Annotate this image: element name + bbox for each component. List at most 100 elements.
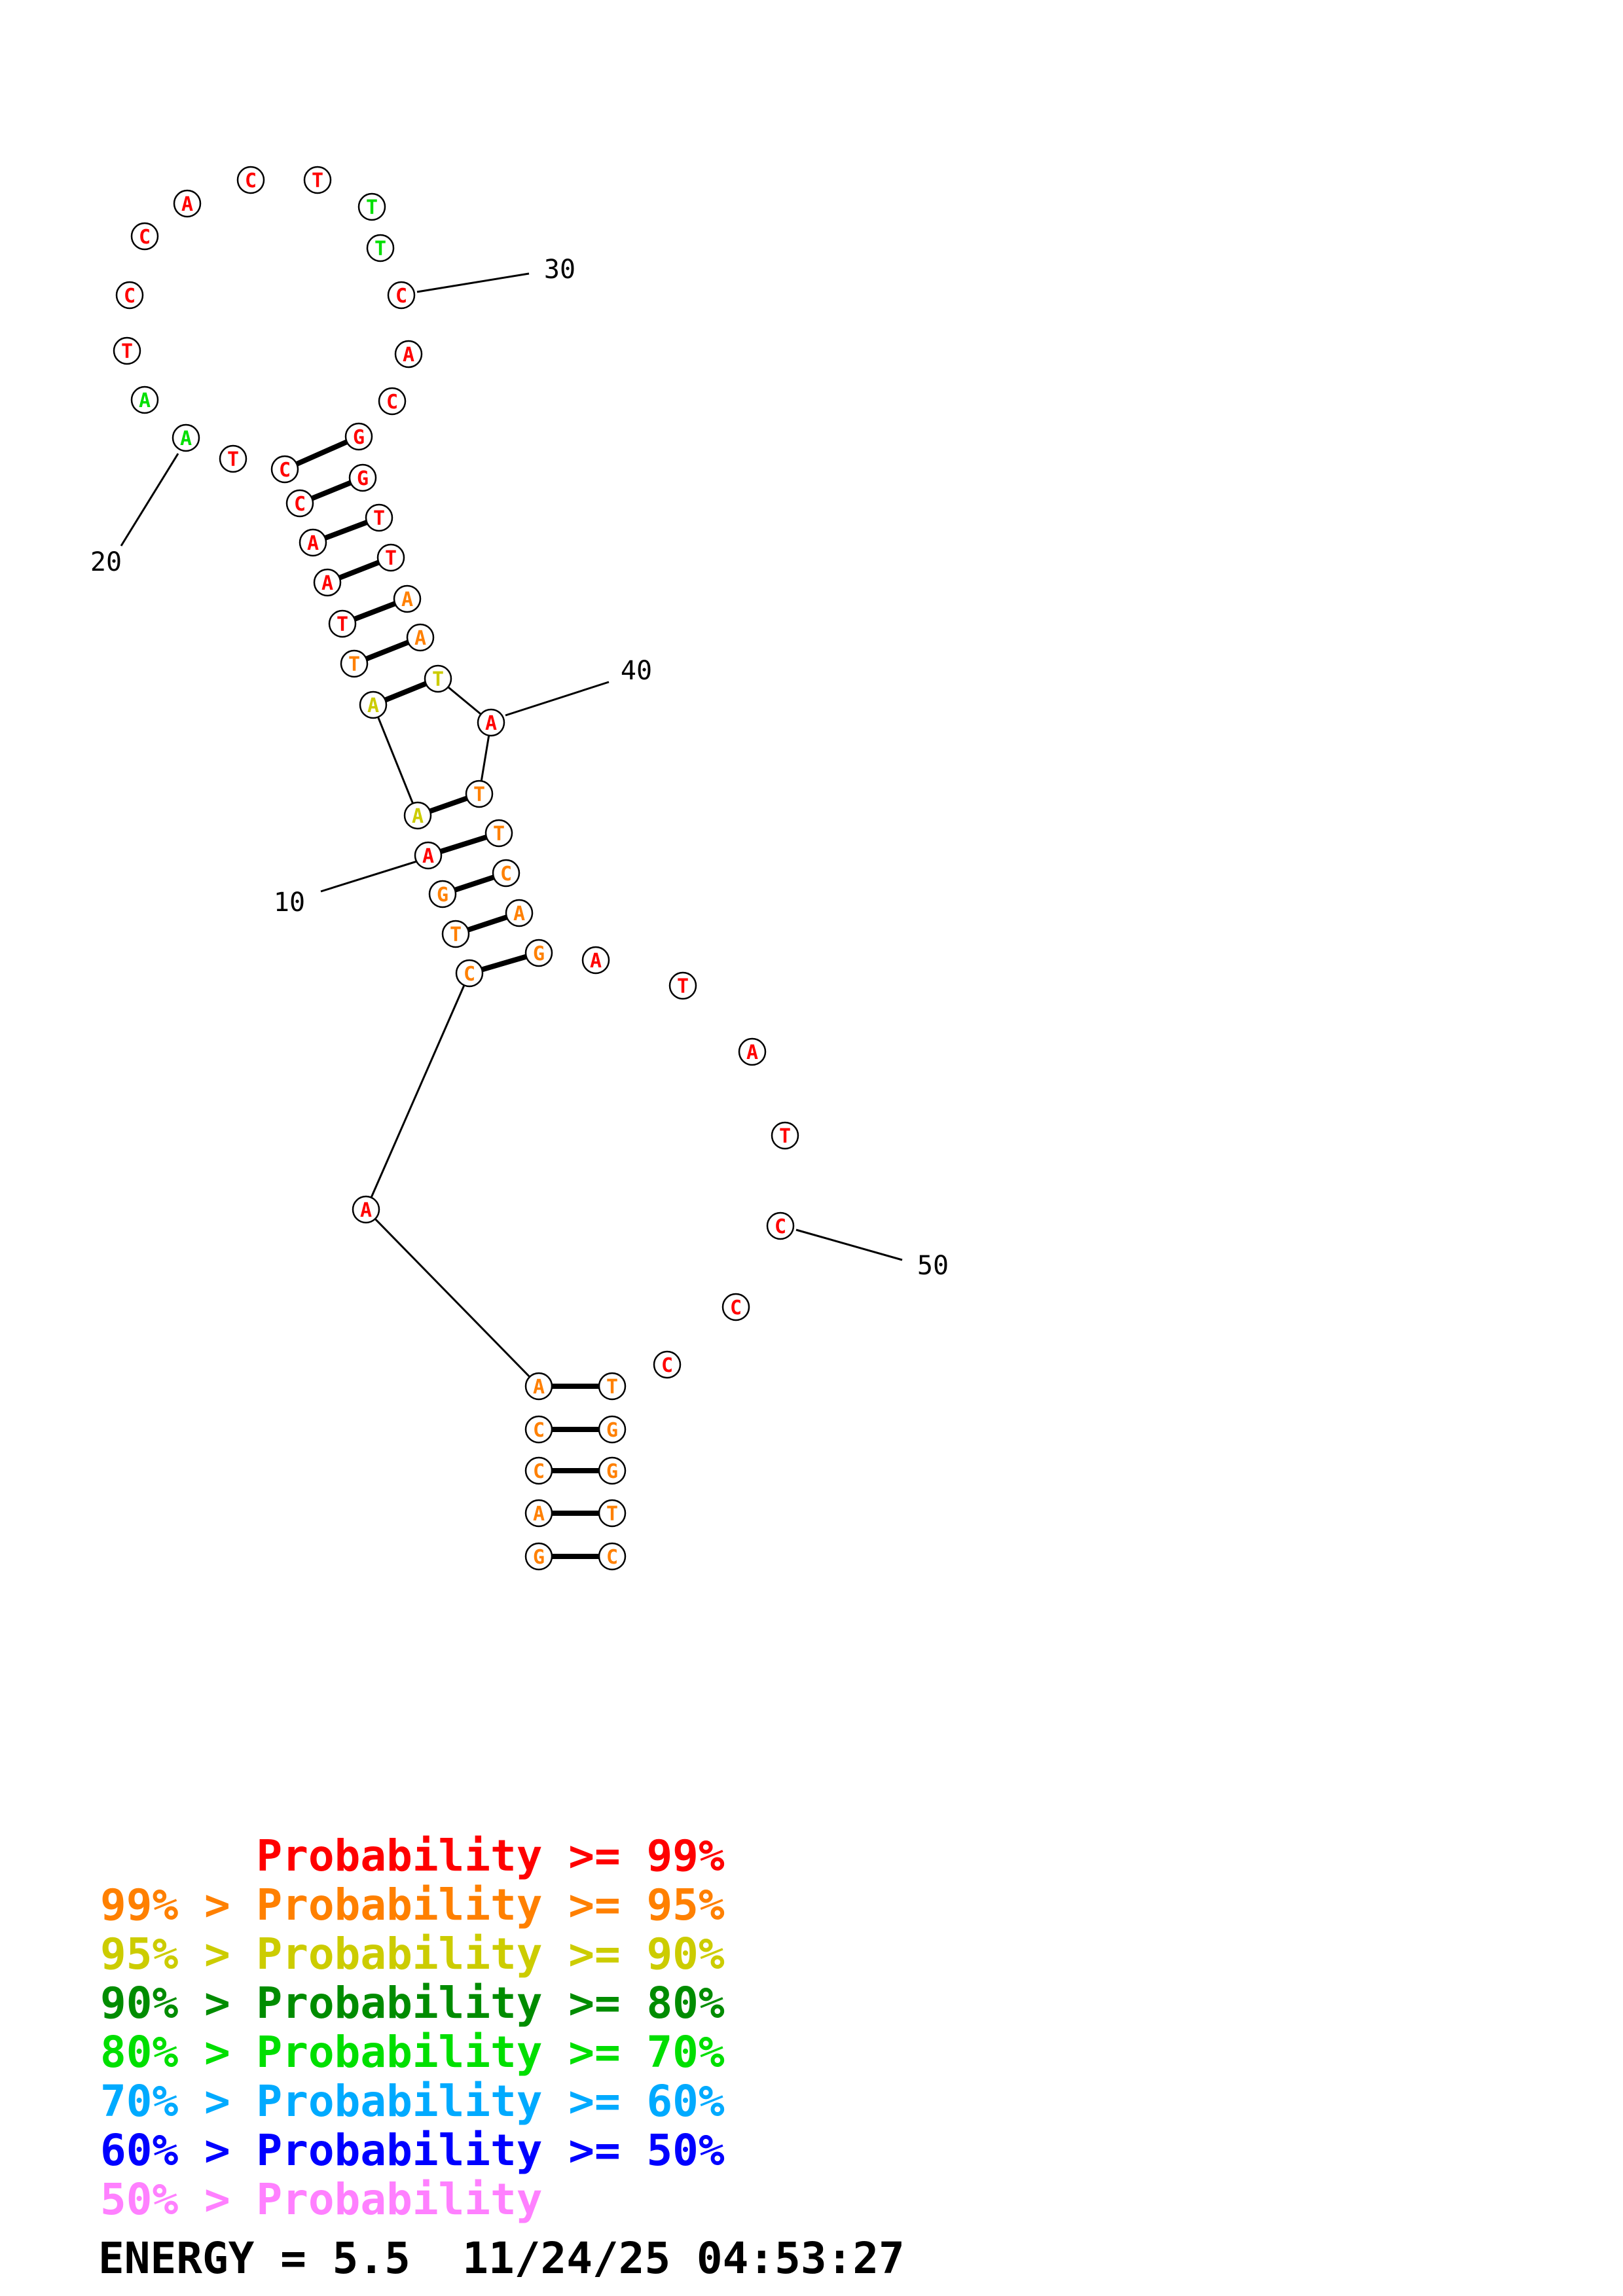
nucleotide-base-20: A	[180, 427, 192, 450]
nucleotide-circle-3	[524, 1456, 553, 1485]
nucleotide-base-15: A	[321, 572, 333, 595]
nucleotide-base-38: A	[414, 627, 426, 650]
nucleotide-base-31: A	[403, 344, 414, 367]
nucleotide-circle-36	[376, 543, 405, 572]
label-leader-line	[795, 1229, 903, 1261]
nucleotide-base-11: A	[412, 805, 424, 828]
nucleotide-base-6: A	[360, 1199, 372, 1222]
nucleotide-base-14: T	[337, 613, 348, 636]
nucleotide-base-24: C	[139, 226, 151, 249]
nucleotide-circle-50	[766, 1211, 795, 1240]
nucleotide-circle-24	[130, 222, 159, 251]
nucleotide-base-45: G	[533, 942, 545, 965]
nucleotide-circle-8	[441, 920, 470, 948]
nucleotide-circle-2	[524, 1499, 553, 1528]
nucleotide-circle-7	[455, 959, 484, 988]
nucleotide-circle-18	[270, 455, 299, 484]
nucleotide-base-49: T	[779, 1125, 791, 1148]
nucleotide-circle-21	[130, 386, 159, 414]
nucleotide-circle-49	[771, 1121, 799, 1150]
nucleotide-base-50: C	[775, 1215, 786, 1238]
nucleotide-circle-39	[424, 664, 452, 693]
nucleotide-base-22: T	[121, 340, 133, 363]
legend-line: 90% > Probability >= 80%	[100, 1978, 725, 2028]
nucleotide-base-5: A	[533, 1376, 545, 1399]
nucleotide-base-19: T	[227, 448, 239, 471]
nucleotide-base-10: A	[422, 845, 434, 868]
nucleotide-circle-14	[328, 609, 357, 638]
nucleotide-base-13: T	[348, 653, 360, 676]
nucleotide-base-43: C	[500, 863, 512, 886]
nucleotide-circle-4	[524, 1415, 553, 1444]
nucleotide-base-36: T	[385, 547, 397, 570]
nucleotide-circle-52	[653, 1350, 682, 1379]
nucleotide-circle-54	[598, 1415, 627, 1444]
nucleotide-base-52: C	[661, 1354, 673, 1377]
nucleotide-circle-29	[366, 234, 395, 262]
nucleotide-circle-12	[359, 691, 388, 719]
nucleotide-circle-32	[378, 387, 407, 416]
nucleotide-circle-34	[348, 463, 377, 492]
nucleotide-circle-48	[738, 1037, 767, 1066]
nucleotide-circle-23	[115, 281, 144, 310]
nucleotide-base-1: G	[533, 1546, 545, 1569]
nucleotide-circle-1	[524, 1542, 553, 1571]
nucleotide-circle-13	[340, 649, 369, 678]
label-leader-line	[416, 272, 530, 293]
nucleotide-circle-56	[598, 1499, 627, 1528]
nucleotide-circle-37	[393, 584, 422, 613]
nucleotide-circle-9	[428, 880, 457, 908]
nucleotide-circle-53	[598, 1372, 627, 1401]
nucleotide-base-54: G	[606, 1419, 618, 1442]
nucleotide-base-33: G	[353, 426, 365, 449]
energy-line: ENERGY = 5.5 11/24/25 04:53:27	[98, 2233, 905, 2284]
nucleotide-circle-20	[172, 423, 200, 452]
legend-line: 80% > Probability >= 70%	[100, 2027, 725, 2077]
legend-line: 50% > Probability	[100, 2174, 543, 2225]
nucleotide-base-44: A	[513, 903, 525, 925]
nucleotide-base-3: C	[533, 1460, 545, 1483]
nucleotide-base-46: A	[590, 950, 602, 973]
nucleotide-circle-19	[219, 444, 247, 473]
nucleotide-base-34: G	[357, 467, 369, 490]
nucleotide-circle-46	[581, 946, 610, 975]
nucleotide-circle-47	[668, 971, 697, 1000]
legend-line: 60% > Probability >= 50%	[100, 2125, 725, 2176]
nucleotide-circle-57	[598, 1542, 627, 1571]
nucleotide-circle-38	[406, 623, 435, 652]
legend-line: 99% > Probability >= 95%	[100, 1880, 725, 1930]
nucleotide-base-26: C	[245, 170, 257, 192]
label-leader-line	[320, 859, 420, 893]
nucleotide-base-41: T	[473, 783, 485, 806]
position-label-10: 10	[274, 888, 305, 918]
nucleotide-base-4: C	[533, 1419, 545, 1442]
nucleotide-base-7: C	[464, 963, 475, 986]
legend-line: 95% > Probability >= 90%	[100, 1929, 725, 1979]
nucleotide-base-56: T	[606, 1503, 618, 1526]
nucleotide-base-29: T	[374, 238, 386, 260]
nucleotide-circle-42	[484, 819, 513, 848]
nucleotide-base-16: A	[307, 532, 319, 555]
nucleotide-base-37: A	[401, 588, 413, 611]
nucleotide-circle-22	[113, 336, 141, 365]
position-label-30: 30	[544, 255, 575, 285]
backbone-line	[365, 1208, 540, 1388]
backbone-line	[372, 704, 419, 816]
position-label-20: 20	[90, 547, 122, 577]
label-leader-line	[505, 681, 610, 717]
nucleotide-circle-26	[236, 166, 265, 194]
position-label-40: 40	[621, 656, 652, 686]
backbone-line	[365, 973, 471, 1210]
nucleotide-circle-31	[394, 340, 423, 368]
legend-line: Probability >= 99%	[100, 1831, 725, 1881]
nucleotide-base-48: A	[746, 1041, 758, 1064]
nucleotide-circle-43	[492, 859, 520, 888]
nucleotide-base-2: A	[533, 1503, 545, 1526]
nucleotide-base-53: T	[606, 1376, 618, 1399]
nucleotide-base-28: T	[366, 196, 378, 219]
nucleotide-circle-45	[524, 939, 553, 967]
nucleotide-base-18: C	[279, 459, 291, 482]
position-label-50: 50	[917, 1251, 949, 1281]
